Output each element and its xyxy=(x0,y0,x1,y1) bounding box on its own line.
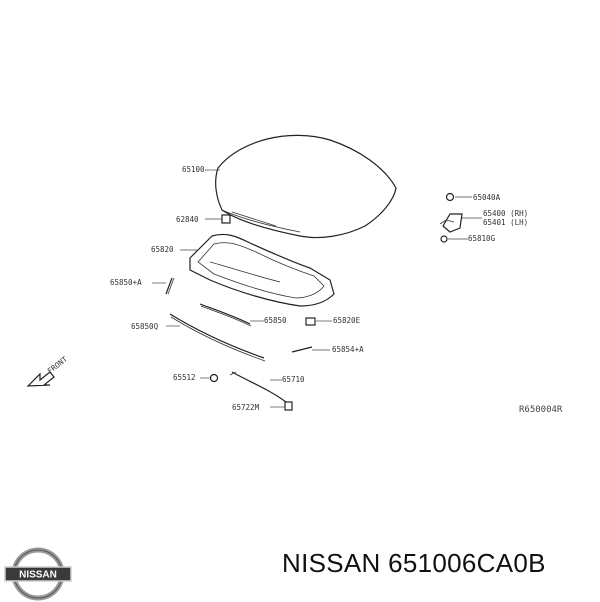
front-arrow-icon xyxy=(26,371,55,387)
hood-panel xyxy=(215,134,397,239)
callout-65040A: 65040A xyxy=(473,193,501,202)
clip-65722M xyxy=(284,401,293,411)
callout-65710: 65710 xyxy=(282,375,305,384)
hood-insulator xyxy=(189,233,335,307)
callout-65850Q: 65850Q xyxy=(131,322,159,331)
bumper-65820E xyxy=(305,317,316,326)
logo-text: NISSAN xyxy=(19,570,57,581)
callout-65850A: 65850+A xyxy=(110,278,142,287)
part-caption: NISSAN 651006CA0B xyxy=(282,548,546,578)
callout-65820: 65820 xyxy=(151,245,174,254)
clip-62840 xyxy=(221,214,231,224)
front-indicator: FRONT xyxy=(26,354,70,387)
grommet-65512 xyxy=(209,373,219,383)
callout-65820E: 65820E xyxy=(333,316,361,325)
callout-65854A: 65854+A xyxy=(332,345,364,354)
callout-65512: 65512 xyxy=(173,373,196,382)
callout-65401: 65401 (LH) xyxy=(483,218,528,227)
hinge-assembly xyxy=(439,192,463,243)
callout-65400: 65400 (RH) xyxy=(483,209,528,218)
callout-65100: 65100 xyxy=(182,165,205,174)
callout-65722M: 65722M xyxy=(232,403,260,412)
release-cable xyxy=(229,371,287,403)
front-label: FRONT xyxy=(46,354,70,375)
callout-65810G: 65810G xyxy=(468,234,496,243)
weatherstrip-65850Q xyxy=(169,313,266,362)
nissan-logo-icon: NISSAN xyxy=(4,547,72,601)
weatherstrip-65850 xyxy=(199,303,252,327)
callout-62840: 62840 xyxy=(176,215,199,224)
reference-code: R650004R xyxy=(519,405,563,415)
hood-stay xyxy=(165,277,175,295)
callout-65850: 65850 xyxy=(264,316,287,325)
seal-65854A xyxy=(291,346,313,353)
leader-lines xyxy=(152,169,482,408)
